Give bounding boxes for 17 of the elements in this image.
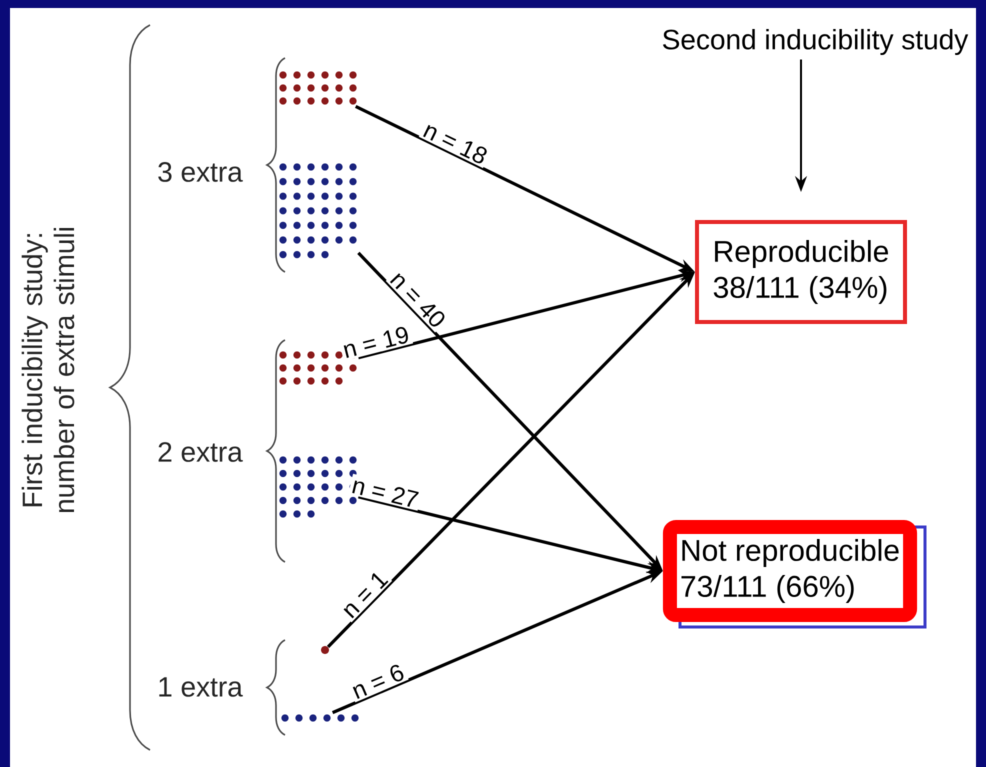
axis-label: First inducibility study: number of extra stimuli [22, 228, 74, 512]
edge-label: n = 27 [352, 480, 419, 507]
dot-cluster [279, 163, 357, 258]
dot [321, 646, 329, 654]
edge-label: n = 1 [344, 573, 388, 618]
group-label: 2 extra [158, 442, 243, 462]
dot-cluster [281, 714, 359, 722]
edge-label: n = 6 [352, 664, 404, 699]
highlight-box: Not reproducible 73/111 (66%) [662, 520, 918, 622]
dot-cluster [279, 71, 357, 105]
edge-label: n = 18 [423, 124, 487, 164]
group-label: 1 extra [159, 677, 243, 697]
heading-text: Second inducibility study [662, 28, 968, 56]
edge-label: n = 19 [344, 326, 408, 358]
result-box: Reproducible 38/111 (34%) [695, 220, 907, 324]
group-label: 3 extra [158, 162, 243, 182]
edge-label: n = 40 [390, 273, 444, 326]
